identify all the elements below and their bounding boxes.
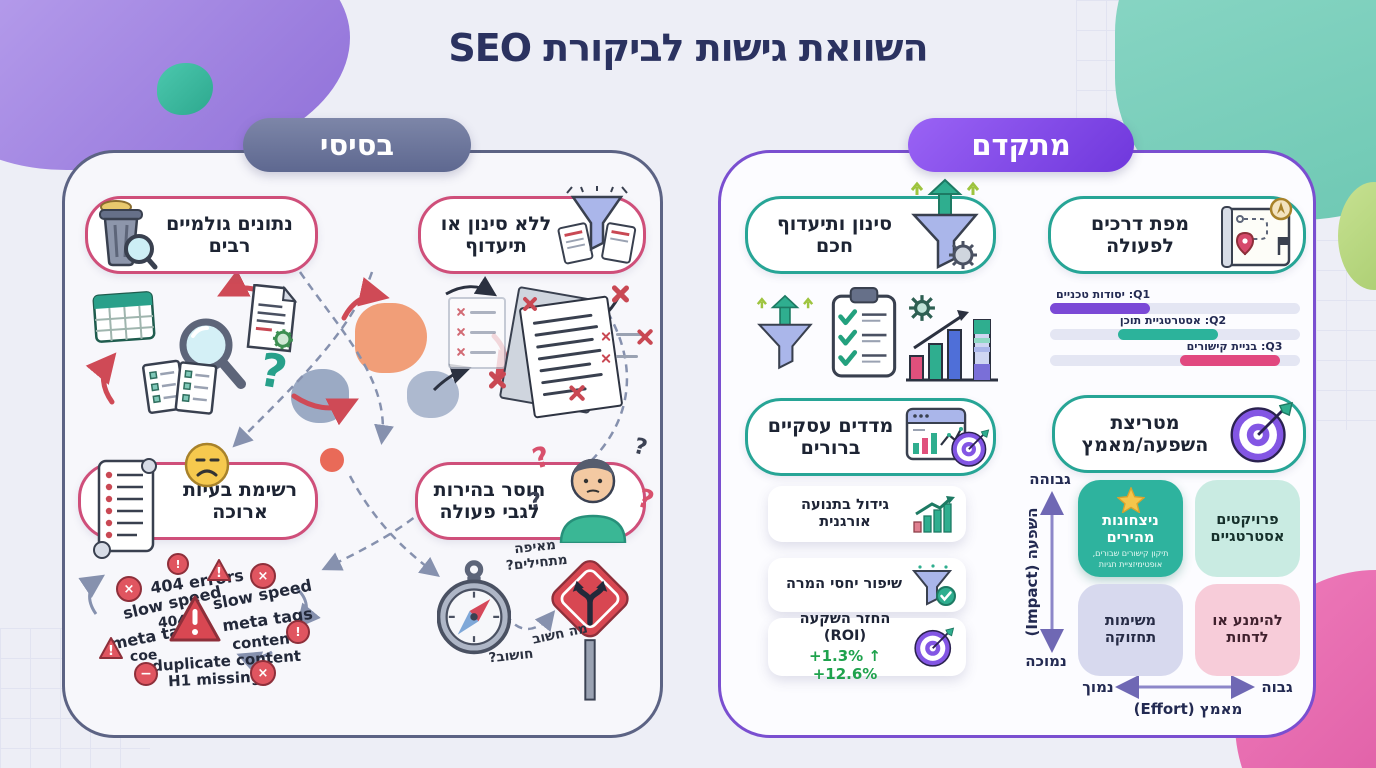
star-icon [1116, 486, 1145, 513]
quick-wins-title: ניצחונות מהירים [1102, 512, 1159, 546]
compass-icon [437, 560, 511, 655]
warning-exclaim-icon: ! [167, 553, 189, 575]
quadrant-avoid: להימנע או לדחות [1195, 584, 1300, 676]
docs-stack-icon [142, 359, 218, 415]
gear-icon [909, 295, 935, 321]
roadmap-q3-bar [1180, 355, 1280, 366]
pill-raw-data: נתונים גולמיים רבים [85, 196, 318, 274]
bar-chart-icon [906, 310, 998, 382]
funnel-docs-icon [557, 186, 637, 265]
pill-metrics: מדדים עסקיים ברורים [745, 398, 996, 476]
metric-card-conversion: שיפור יחסי המרה [768, 558, 966, 612]
impact-high-label: גבוהה [1029, 470, 1071, 488]
pill-roadmap: מפת דרכים לפעולה [1048, 196, 1306, 274]
pill-smart-filter-label: סינון ותיעדוף חכם [776, 212, 893, 257]
roadmap-q2-label: Q2: אסטרטגיית תוכן [1119, 314, 1227, 327]
warning-triangle-icon: ! [207, 559, 231, 581]
table-icon [92, 291, 156, 343]
x-mark [600, 331, 611, 342]
warning-cross-icon: × [250, 660, 276, 686]
metric-card-organic-traffic: גידול בתנועה אורגנית [768, 486, 966, 542]
pill-raw-data-label: נתונים גולמיים רבים [166, 212, 293, 257]
growth-chart-icon [913, 496, 955, 533]
scroll-list-icon [93, 458, 157, 559]
funnel-check-icon [911, 564, 956, 606]
pill-smart-filter: סינון ותיעדוף חכם [745, 178, 996, 274]
effort-high-label: גבוה [1261, 678, 1293, 696]
target-icon [914, 627, 955, 667]
pill-metrics-label: מדדים עסקיים ברורים [767, 414, 894, 459]
map-icon [1221, 197, 1293, 268]
metric-organic-label: גידול בתנועה אורגנית [801, 496, 889, 530]
pill-no-filter-label: ללא סינון או תיעדוף [440, 212, 552, 257]
warning-triangle-large-icon [169, 595, 221, 642]
smart-funnel-icon [756, 294, 814, 370]
svg-text:!: ! [108, 644, 114, 659]
direction-cluster: מאיפה מתחילים? מה חשוב חושוב? [425, 537, 643, 708]
x-mark [520, 295, 538, 313]
pill-matrix: מטריצת השפעה/מאמץ [1052, 395, 1306, 473]
trash-magnifier-icon [99, 200, 158, 270]
roadmap-q1-label: Q1: יסודות טכניים [1056, 288, 1151, 301]
metric-roi: החזר השקעה (ROI) +1.3% ↑ +12.6% [778, 611, 912, 684]
roadmap-q1-bar [1050, 303, 1150, 314]
pill-matrix-label: מטריצת השפעה/מאמץ [1081, 411, 1209, 456]
x-mark [608, 283, 630, 305]
impact-low-label: נמוכה [1025, 652, 1067, 670]
quadrant-maintenance: משימות תחזוקה [1078, 584, 1183, 676]
metric-roi-value: +1.3% ↑ +12.6% [809, 647, 881, 684]
confused-person-icon: ? ? ? ? [527, 434, 657, 547]
metric-roi-label: החזר השקעה (ROI) [799, 610, 891, 644]
coral-dot [320, 448, 344, 472]
x-mark [566, 383, 586, 403]
quadrant-quick-wins: ניצחונות מהירים תיקון קישורים שבורים, או… [1078, 480, 1183, 577]
warning-cross-icon: × [250, 563, 276, 589]
warning-triangle-icon: ! [99, 637, 123, 659]
basic-header: בסיסי [243, 118, 471, 172]
pill-long-list: רשימת בעיות ארוכה [78, 442, 318, 559]
warning-exclaim-icon: ! [286, 620, 310, 644]
clipboard-checks-icon [831, 287, 897, 378]
raw-data-cluster: ? [88, 278, 326, 420]
roadmap-q3-label: Q3: בניית קישורים [1186, 340, 1283, 353]
teal-small-blob [157, 63, 213, 115]
metric-card-roi: החזר השקעה (ROI) +1.3% ↑ +12.6% [768, 611, 966, 683]
pill-no-clarity: ? ? ? ? חוסר בהירות לגבי פעולה [415, 434, 657, 545]
effort-axis-label: מאמץ (Effort) [1133, 700, 1243, 718]
quick-wins-note: תיקון קישורים שבורים, אופטימיזציית תגיות [1092, 549, 1169, 569]
warning-minus-icon: − [134, 662, 158, 686]
roadmap-q3-track [1050, 355, 1300, 366]
quadrant-strategic: פרויקטים אסטרטגיים [1195, 480, 1300, 577]
roadmap-q1-track [1050, 303, 1300, 314]
sad-face-icon [184, 442, 230, 488]
pill-no-filter: ללא סינון או תיעדוף [418, 186, 646, 274]
page-title: השוואת גישות לביקורת SEO [448, 26, 928, 70]
rejected-docs-cluster [430, 275, 665, 419]
smart-funnel-icon [910, 178, 980, 270]
x-mark [485, 369, 507, 391]
warning-cross-icon: × [116, 576, 142, 602]
metric-conversion-label: שיפור יחסי המרה [785, 576, 903, 593]
faded-checklist [448, 297, 506, 369]
target-icon [1230, 401, 1293, 463]
fork-road-sign-icon [551, 560, 629, 701]
x-mark [600, 353, 611, 364]
target-icon [951, 429, 990, 467]
svg-text:!: ! [216, 566, 222, 581]
roadmap-q2-bar [1118, 329, 1218, 340]
impact-axis-label: השפעה (Impact) [1023, 507, 1041, 637]
advanced-header: מתקדם [908, 118, 1134, 172]
effort-low-label: נמוך [1082, 678, 1114, 696]
pill-roadmap-label: מפת דרכים לפעולה [1090, 212, 1190, 257]
x-mark [634, 327, 654, 347]
